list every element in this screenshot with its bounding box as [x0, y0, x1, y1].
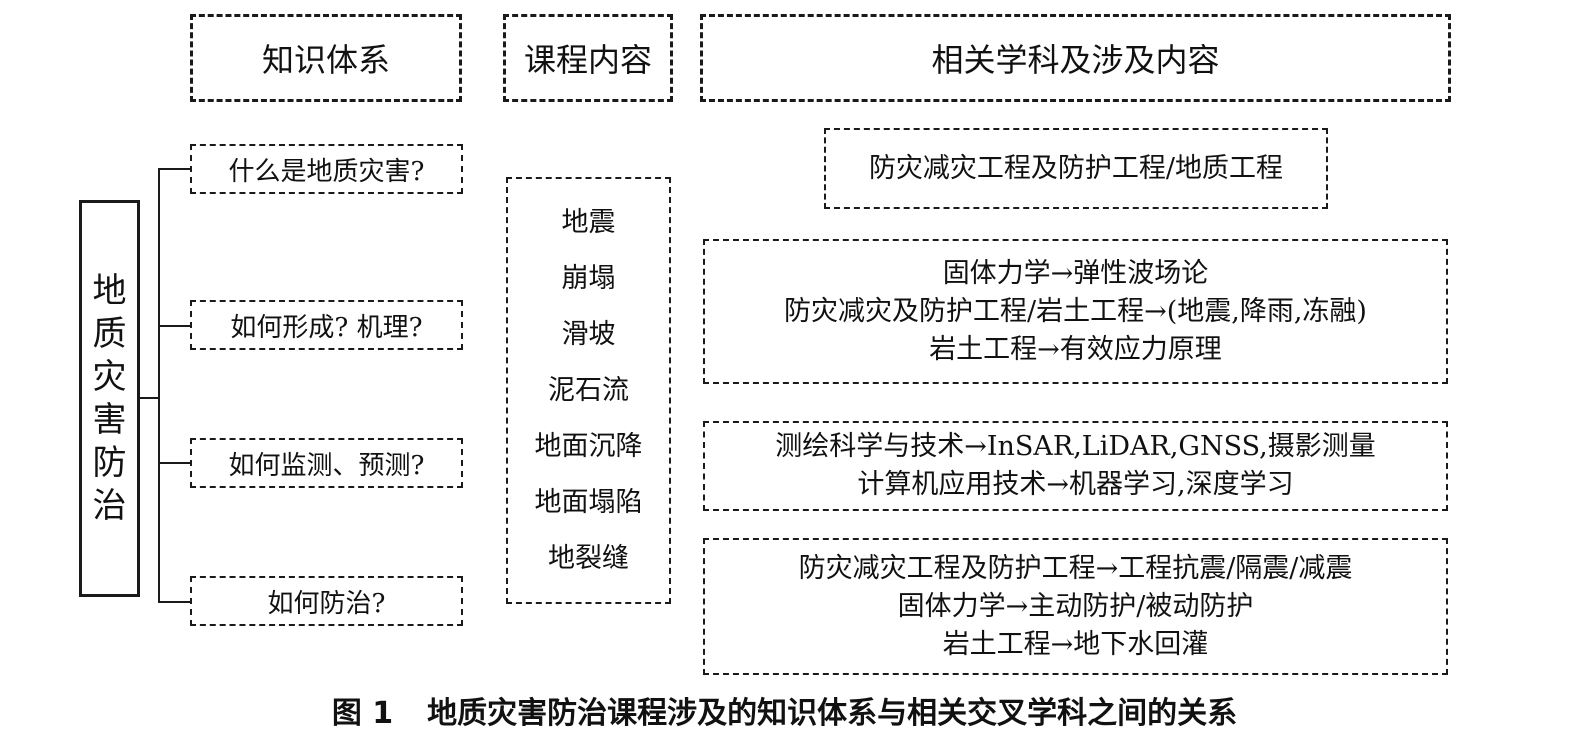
relation-line: 固体力学→主动防护/被动防护: [897, 590, 1254, 622]
header-course-content: 课程内容: [503, 14, 673, 102]
topic-item: 地面塌陷: [534, 486, 643, 518]
root-char: 地: [92, 270, 127, 311]
connector-bracket-vertical: [158, 169, 160, 603]
relation-box: 防灾减灾工程及防护工程/地质工程: [824, 128, 1328, 209]
topic-item: 泥石流: [548, 374, 629, 406]
relation-box: 测绘科学与技术→InSAR,LiDAR,GNSS,摄影测量 计算机应用技术→机器…: [703, 421, 1448, 511]
connector-branch-2: [158, 325, 190, 327]
root-char: 灾: [92, 356, 127, 397]
topic-item: 地裂缝: [548, 542, 629, 574]
header-course-content-label: 课程内容: [523, 41, 652, 79]
figure-label: 图 1: [331, 696, 394, 731]
topic-item: 地震: [561, 206, 616, 238]
relation-line: 防灾减灾及防护工程/岩土工程→(地震,降雨,冻融): [784, 295, 1367, 327]
question-box: 如何监测、预测?: [190, 438, 463, 488]
relation-line: 计算机应用技术→机器学习,深度学习: [857, 469, 1294, 500]
root-char: 害: [92, 399, 127, 440]
course-topics-box: 地震 崩塌 滑坡 泥石流 地面沉降 地面塌陷 地裂缝: [506, 177, 671, 604]
header-knowledge-system: 知识体系: [190, 14, 462, 102]
root-box: 地 质 灾 害 防 治: [79, 200, 140, 597]
relation-line: 岩土工程→有效应力原理: [929, 333, 1222, 365]
relation-line: 固体力学→弹性波场论: [942, 257, 1209, 289]
topic-item: 滑坡: [561, 318, 616, 350]
question-box: 什么是地质灾害?: [190, 144, 463, 194]
connector-root-stub: [140, 397, 160, 399]
relation-line: 测绘科学与技术→InSAR,LiDAR,GNSS,摄影测量: [775, 431, 1376, 462]
header-related-disciplines-label: 相关学科及涉及内容: [931, 41, 1220, 79]
question-box: 如何防治?: [190, 576, 463, 626]
connector-branch-4: [158, 601, 190, 603]
question-text: 如何监测、预测?: [228, 450, 425, 481]
figure-caption: 图 1 地质灾害防治课程涉及的知识体系与相关交叉学科之间的关系: [0, 688, 1569, 732]
topic-item: 崩塌: [561, 262, 616, 294]
relation-line: 防灾减灾工程及防护工程→工程抗震/隔震/减震: [798, 552, 1353, 584]
root-char: 质: [92, 313, 127, 354]
header-related-disciplines: 相关学科及涉及内容: [700, 14, 1451, 102]
question-text: 如何形成? 机理?: [230, 312, 423, 343]
question-text: 什么是地质灾害?: [228, 156, 425, 187]
relation-line: 防灾减灾工程及防护工程/地质工程: [868, 152, 1284, 184]
question-box: 如何形成? 机理?: [190, 300, 463, 350]
figure-caption-text: 地质灾害防治课程涉及的知识体系与相关交叉学科之间的关系: [427, 696, 1238, 731]
relation-box: 固体力学→弹性波场论 防灾减灾及防护工程/岩土工程→(地震,降雨,冻融) 岩土工…: [703, 239, 1448, 384]
root-char: 防: [92, 442, 127, 483]
root-char: 治: [92, 485, 127, 526]
relation-box: 防灾减灾工程及防护工程→工程抗震/隔震/减震 固体力学→主动防护/被动防护 岩土…: [703, 538, 1448, 675]
relation-line: 岩土工程→地下水回灌: [942, 628, 1209, 660]
connector-branch-3: [158, 462, 190, 464]
topic-item: 地面沉降: [534, 430, 643, 462]
question-text: 如何防治?: [267, 588, 386, 619]
header-knowledge-system-label: 知识体系: [261, 41, 390, 79]
connector-branch-1: [158, 168, 190, 170]
